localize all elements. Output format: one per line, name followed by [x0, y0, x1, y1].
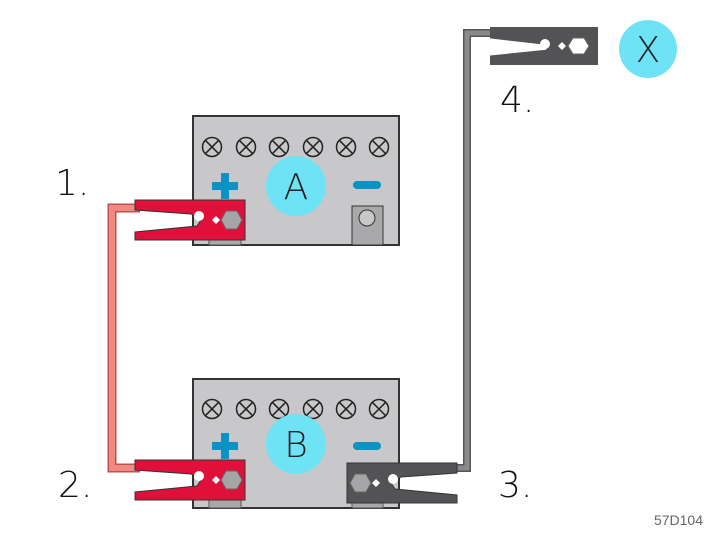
red-clamp-2: [134, 459, 246, 501]
step-2-label: 2.: [58, 465, 92, 506]
black-clamp-3: [346, 462, 458, 504]
step-4-label: 4.: [500, 80, 534, 121]
minus-sign-icon: [353, 181, 381, 189]
step-3-label: 3.: [498, 465, 532, 506]
ground-point-label: X: [636, 30, 661, 71]
ground-point-circle: [619, 20, 677, 78]
minus-sign-icon: [353, 442, 381, 450]
red-jumper-cable: [107, 203, 140, 473]
plus-sign-icon: [212, 173, 238, 199]
black-jumper-cable: [455, 29, 495, 472]
battery-a-label: A: [284, 167, 309, 208]
battery-b-label: B: [284, 425, 308, 466]
figure-code: 57D104: [654, 512, 703, 528]
battery-a-label-circle: [266, 156, 326, 216]
plus-sign-icon: [212, 433, 238, 459]
red-clamp-1: [134, 199, 246, 241]
battery-b-label-circle: [266, 414, 326, 474]
black-clamp-4: [490, 27, 598, 65]
step-1-label: 1.: [55, 163, 89, 204]
